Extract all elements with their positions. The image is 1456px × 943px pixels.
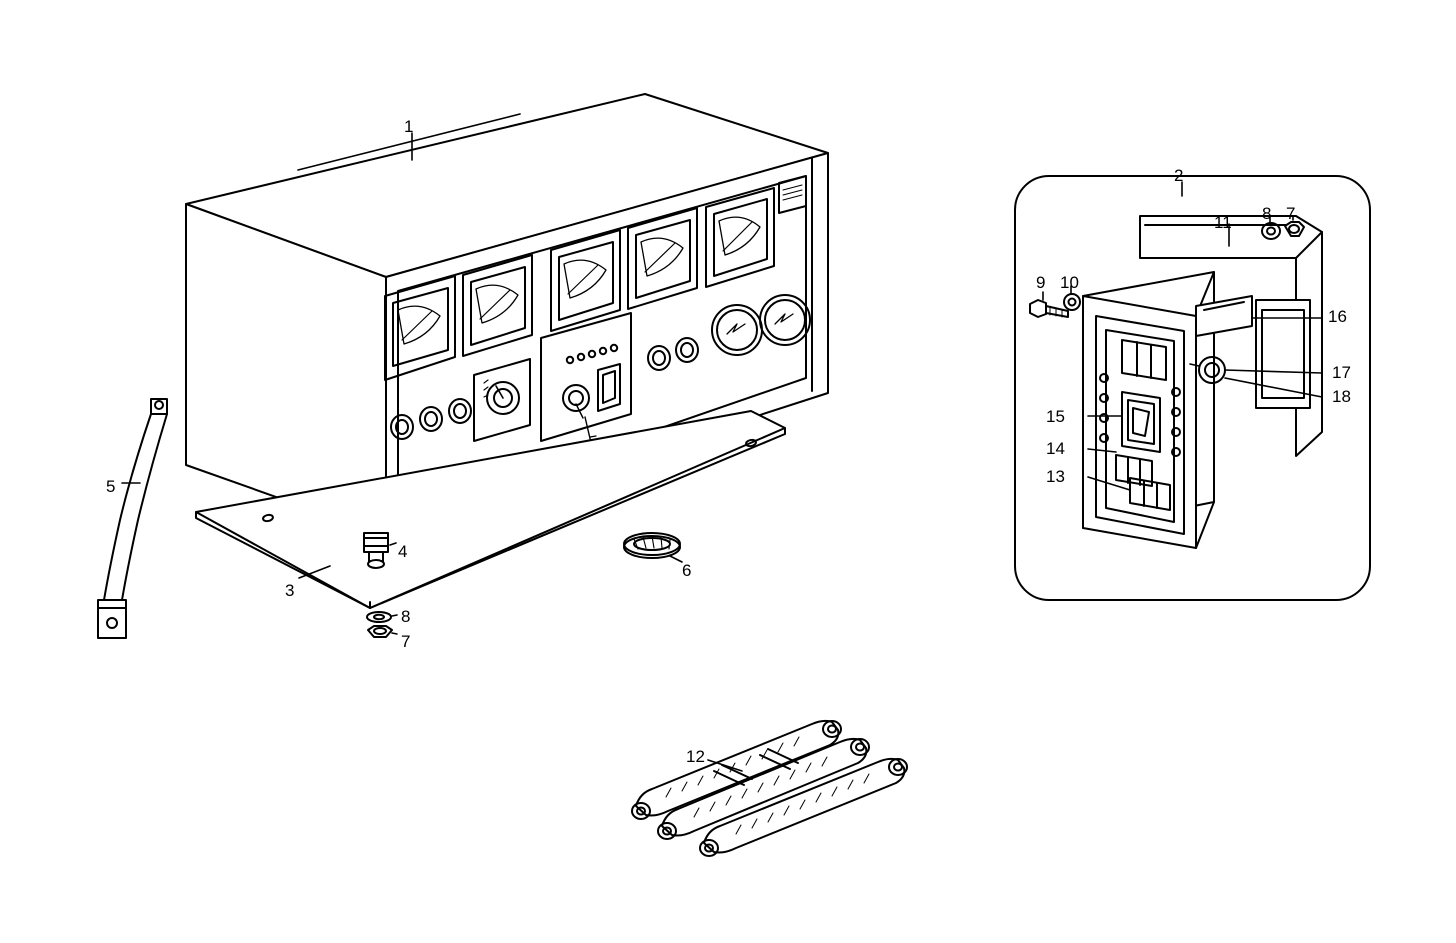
lock-washer	[1063, 285, 1081, 311]
callout-7: 7	[401, 632, 411, 651]
callout-6: 6	[682, 561, 692, 580]
callout-15: 15	[1046, 407, 1065, 426]
nut	[367, 625, 398, 638]
callout-14: 14	[1046, 439, 1065, 458]
callout-8-detail: 8	[1262, 204, 1272, 223]
callout-3: 3	[285, 581, 295, 600]
callout-18: 18	[1332, 387, 1351, 406]
screw	[1029, 291, 1069, 318]
callout-9: 9	[1036, 273, 1046, 292]
mounting-bracket	[1139, 215, 1323, 457]
breaker-switch	[1087, 391, 1161, 453]
grommet-ring	[623, 532, 683, 563]
callout-8: 8	[401, 607, 411, 626]
breaker-body	[1082, 271, 1253, 549]
washer-detail	[1261, 215, 1281, 240]
callout-2: 2	[1174, 166, 1184, 185]
callout-11: 11	[1214, 213, 1232, 232]
bus-bar-links	[631, 719, 908, 857]
terminal-block-lower	[1087, 476, 1171, 511]
nut-detail	[1284, 215, 1305, 237]
callout-12: 12	[686, 747, 705, 766]
terminal-block-middle	[1087, 448, 1153, 487]
control-panel-cabinet	[185, 93, 829, 537]
callout-4: 4	[398, 542, 408, 561]
push-button	[1189, 356, 1323, 398]
callout-10: 10	[1060, 273, 1079, 292]
ground-strap-cable	[97, 398, 168, 639]
callout-13: 13	[1046, 467, 1065, 486]
callout-1: 1	[404, 117, 414, 136]
washer	[366, 611, 398, 623]
callout-5: 5	[106, 477, 116, 496]
breaker-assembly-detail	[1014, 175, 1371, 601]
callout-16: 16	[1328, 307, 1347, 326]
terminal-stud	[363, 532, 397, 569]
base-plate	[195, 410, 786, 609]
callout-17: 17	[1332, 363, 1351, 382]
callout-7-detail: 7	[1286, 204, 1296, 223]
